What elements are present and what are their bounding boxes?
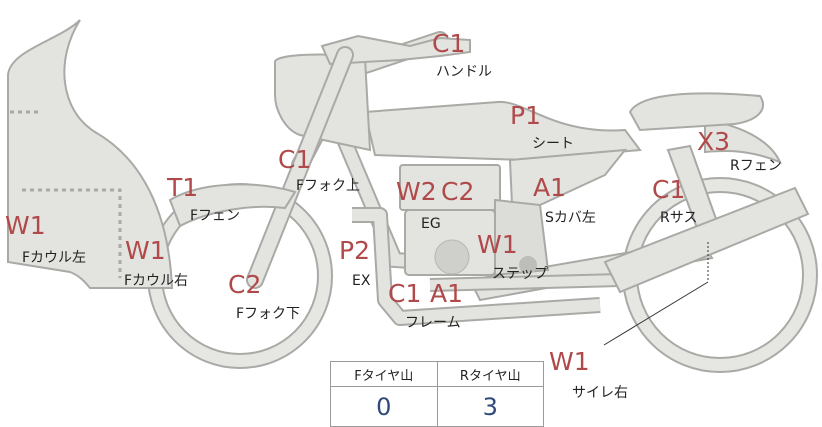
label-f-cowl-r: Fカウル右 bbox=[124, 273, 188, 289]
engine-side bbox=[494, 198, 550, 277]
label-silencer: サイレ右 bbox=[572, 385, 628, 401]
code-frame-c1: C1 bbox=[388, 279, 421, 308]
front-tread-value: 0 bbox=[376, 392, 392, 421]
rear-fender-shape bbox=[704, 118, 782, 164]
silencer-shape bbox=[603, 186, 810, 294]
code-silencer: W1 bbox=[549, 347, 590, 376]
label-eg: EG bbox=[421, 216, 441, 232]
rear-tread-header: Rタイヤ山 bbox=[436, 362, 544, 386]
label-f-fender: Fフェン bbox=[190, 208, 240, 224]
code-eg-c2: C2 bbox=[441, 177, 474, 206]
code-f-cowl-l: W1 bbox=[5, 211, 46, 240]
label-handle: ハンドル bbox=[436, 64, 492, 80]
label-r-sus: Rサス bbox=[660, 210, 697, 226]
code-handle: C1 bbox=[432, 29, 465, 58]
code-exhaust: P2 bbox=[339, 236, 370, 265]
rear-tread-value: 3 bbox=[436, 387, 544, 426]
code-f-fork-up: C1 bbox=[278, 145, 311, 174]
handlebar bbox=[320, 34, 471, 66]
code-seat: P1 bbox=[510, 101, 541, 130]
footpeg bbox=[519, 256, 537, 274]
code-eg-w2: W2 bbox=[396, 177, 437, 206]
code-frame-a1: A1 bbox=[430, 279, 463, 308]
leader-line bbox=[603, 281, 709, 346]
label-r-fender: Rフェン bbox=[730, 158, 782, 174]
side-cover bbox=[508, 148, 628, 206]
front-tread-header: Fタイヤ山 bbox=[354, 368, 414, 384]
label-s-cover: Sカバ左 bbox=[545, 210, 596, 226]
tread-value-row: 0 3 bbox=[331, 387, 543, 426]
tail-cowl bbox=[628, 92, 764, 132]
label-frame: フレーム bbox=[405, 315, 461, 331]
front-cowl bbox=[7, 19, 174, 289]
label-f-fork-up: Fフォク上 bbox=[296, 178, 360, 194]
code-f-fork-low: C2 bbox=[228, 270, 261, 299]
front-fender bbox=[168, 183, 297, 228]
label-f-cowl-l: Fカウル左 bbox=[22, 250, 86, 266]
code-s-cover: A1 bbox=[533, 173, 566, 202]
label-f-fork-low: Fフォク下 bbox=[236, 306, 300, 322]
code-step: W1 bbox=[477, 230, 518, 259]
tread-header-row: Fタイヤ山 Rタイヤ山 bbox=[331, 362, 543, 387]
label-step: ステップ bbox=[492, 266, 548, 282]
engine-cover bbox=[434, 239, 470, 275]
code-f-fender: T1 bbox=[166, 173, 198, 202]
code-r-sus: C1 bbox=[652, 175, 685, 204]
code-r-fender: X3 bbox=[697, 127, 730, 156]
label-exhaust: EX bbox=[352, 273, 371, 289]
cowl-divider-lower bbox=[22, 188, 122, 278]
label-seat: シート bbox=[532, 136, 574, 152]
tire-tread-table: Fタイヤ山 Rタイヤ山 0 3 bbox=[330, 361, 544, 427]
seat-shape bbox=[363, 100, 642, 162]
code-f-cowl-r: W1 bbox=[125, 236, 166, 265]
